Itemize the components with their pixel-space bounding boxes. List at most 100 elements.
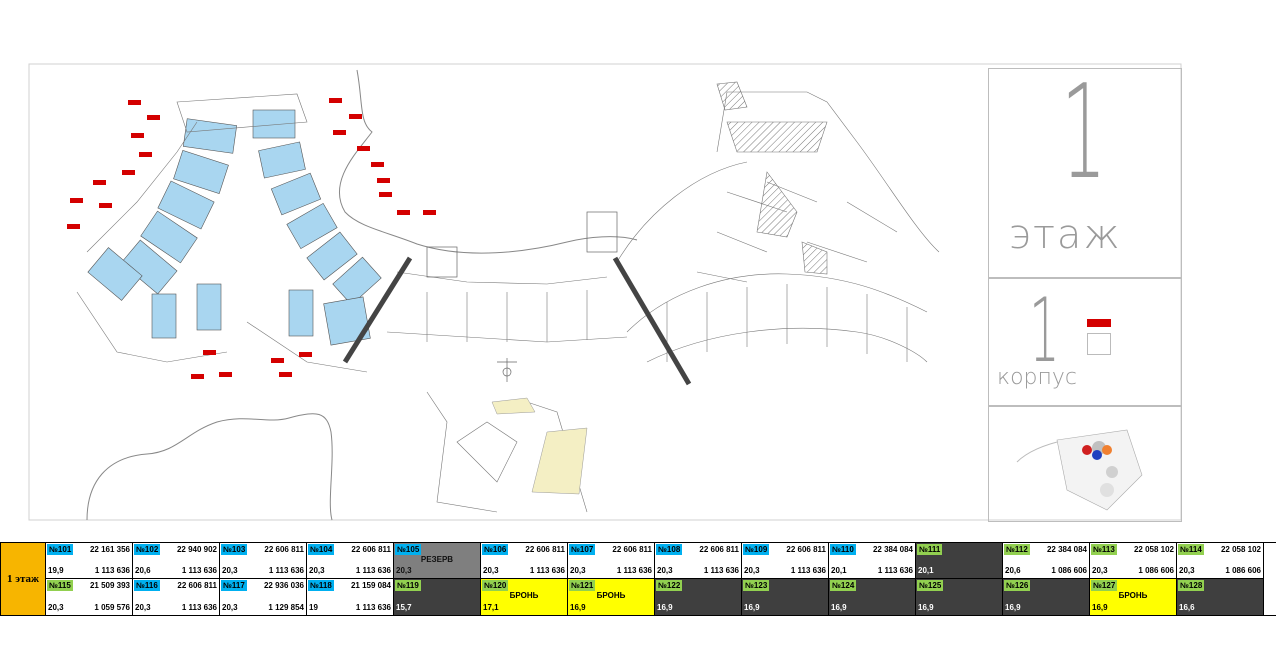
apartment-price: 22 606 811: [177, 581, 217, 590]
apartment-status: БРОНЬ: [596, 591, 626, 600]
apartment-area: 16,9: [657, 603, 673, 612]
apartment-cell[interactable]: №123 16,9: [742, 579, 829, 615]
apartment-price: 21 509 393: [89, 581, 130, 590]
apartment-number: №108: [656, 544, 683, 555]
apartment-area: 19: [309, 603, 318, 612]
apartment-area: 20,3: [483, 566, 499, 575]
apartment-cell[interactable]: №128 16,6: [1177, 579, 1264, 615]
floor-word: этаж: [1009, 212, 1122, 258]
apartment-number: №103: [221, 544, 248, 555]
apartment-area: 16,6: [1179, 603, 1195, 612]
price-per-meter: 1 113 636: [529, 566, 565, 575]
apartment-price: 22 606 811: [351, 545, 391, 554]
apartment-number: №116: [134, 580, 160, 591]
apartment-price: 22 606 811: [264, 545, 304, 554]
apartment-area: 20,3: [1179, 566, 1195, 575]
apartment-status: БРОНЬ: [509, 591, 539, 600]
apartment-area: 20,1: [831, 566, 847, 575]
apartment-price: 22 936 036: [263, 581, 304, 590]
apartment-number: №101: [47, 544, 74, 555]
apartment-price: 22 161 356: [89, 545, 130, 554]
apartment-price: 22 606 811: [786, 545, 826, 554]
apartment-price: 22 384 084: [872, 545, 913, 554]
price-per-meter: 1 113 636: [94, 566, 130, 575]
apartment-number: №102: [134, 544, 161, 555]
apartment-area: 20,3: [657, 566, 673, 575]
apartment-price: 22 606 811: [612, 545, 652, 554]
apartment-area: 16,9: [1005, 603, 1021, 612]
apartment-number: №106: [482, 544, 509, 555]
apartment-price: 22 606 811: [699, 545, 739, 554]
apartment-area: 15,7: [396, 603, 412, 612]
apartment-number: №117: [221, 580, 247, 591]
apartment-cell[interactable]: №109 22 606 811 20,3 1 113 636: [742, 543, 829, 579]
apartment-cell[interactable]: №108 22 606 811 20,3 1 113 636: [655, 543, 742, 579]
apartment-cell[interactable]: №102 22 940 902 20,6 1 113 636: [133, 543, 220, 579]
apartment-number: №110: [830, 544, 856, 555]
legend-lines: [1087, 333, 1111, 355]
price-per-meter: 1 113 636: [703, 566, 739, 575]
apartment-number: №115: [47, 580, 73, 591]
floor-plan: 1 этаж 1 корпус: [27, 62, 1183, 522]
apartment-number: №120: [482, 580, 509, 591]
apartment-area: 20,1: [918, 566, 934, 575]
building-legend: 1 корпус: [988, 278, 1182, 406]
building-number: 1: [1029, 279, 1060, 382]
apartment-number: №107: [569, 544, 596, 555]
apartment-area: 17,1: [483, 603, 499, 612]
apartment-area: 20,6: [1005, 566, 1021, 575]
price-per-meter: 1 086 606: [1051, 566, 1087, 575]
price-per-meter: 1 113 636: [181, 566, 217, 575]
apartment-area: 20,3: [744, 566, 760, 575]
price-per-meter: 1 086 606: [1138, 566, 1174, 575]
apartment-area: 20,3: [396, 566, 412, 575]
apartment-number: №123: [743, 580, 770, 591]
apartment-price: 21 159 084: [350, 581, 391, 590]
apartment-cell[interactable]: №110 22 384 084 20,1 1 113 636: [829, 543, 916, 579]
apartment-number: №128: [1178, 580, 1205, 591]
price-per-meter: 1 113 636: [790, 566, 826, 575]
apartment-area: 16,9: [570, 603, 586, 612]
apartment-price: 22 940 902: [176, 545, 217, 554]
price-per-meter: 1 113 636: [877, 566, 913, 575]
apartment-area: 16,9: [918, 603, 934, 612]
apartment-price: 22 384 084: [1046, 545, 1087, 554]
price-per-meter: 1 113 636: [181, 603, 217, 612]
apartment-number: №109: [743, 544, 770, 555]
apartment-status: БРОНЬ: [1118, 591, 1148, 600]
apartment-number: №127: [1091, 580, 1118, 591]
apartment-price: 22 058 102: [1220, 545, 1261, 554]
price-per-meter: 1 129 854: [268, 603, 304, 612]
apartment-number: №113: [1091, 544, 1117, 555]
apartment-area: 20,6: [135, 566, 151, 575]
building-word: корпус: [997, 365, 1077, 390]
apartment-area: 16,9: [744, 603, 760, 612]
apartment-area: 20,3: [570, 566, 586, 575]
site-plan-legend: [988, 406, 1182, 522]
apartment-number: №104: [308, 544, 335, 555]
apartment-area: 20,3: [309, 566, 325, 575]
